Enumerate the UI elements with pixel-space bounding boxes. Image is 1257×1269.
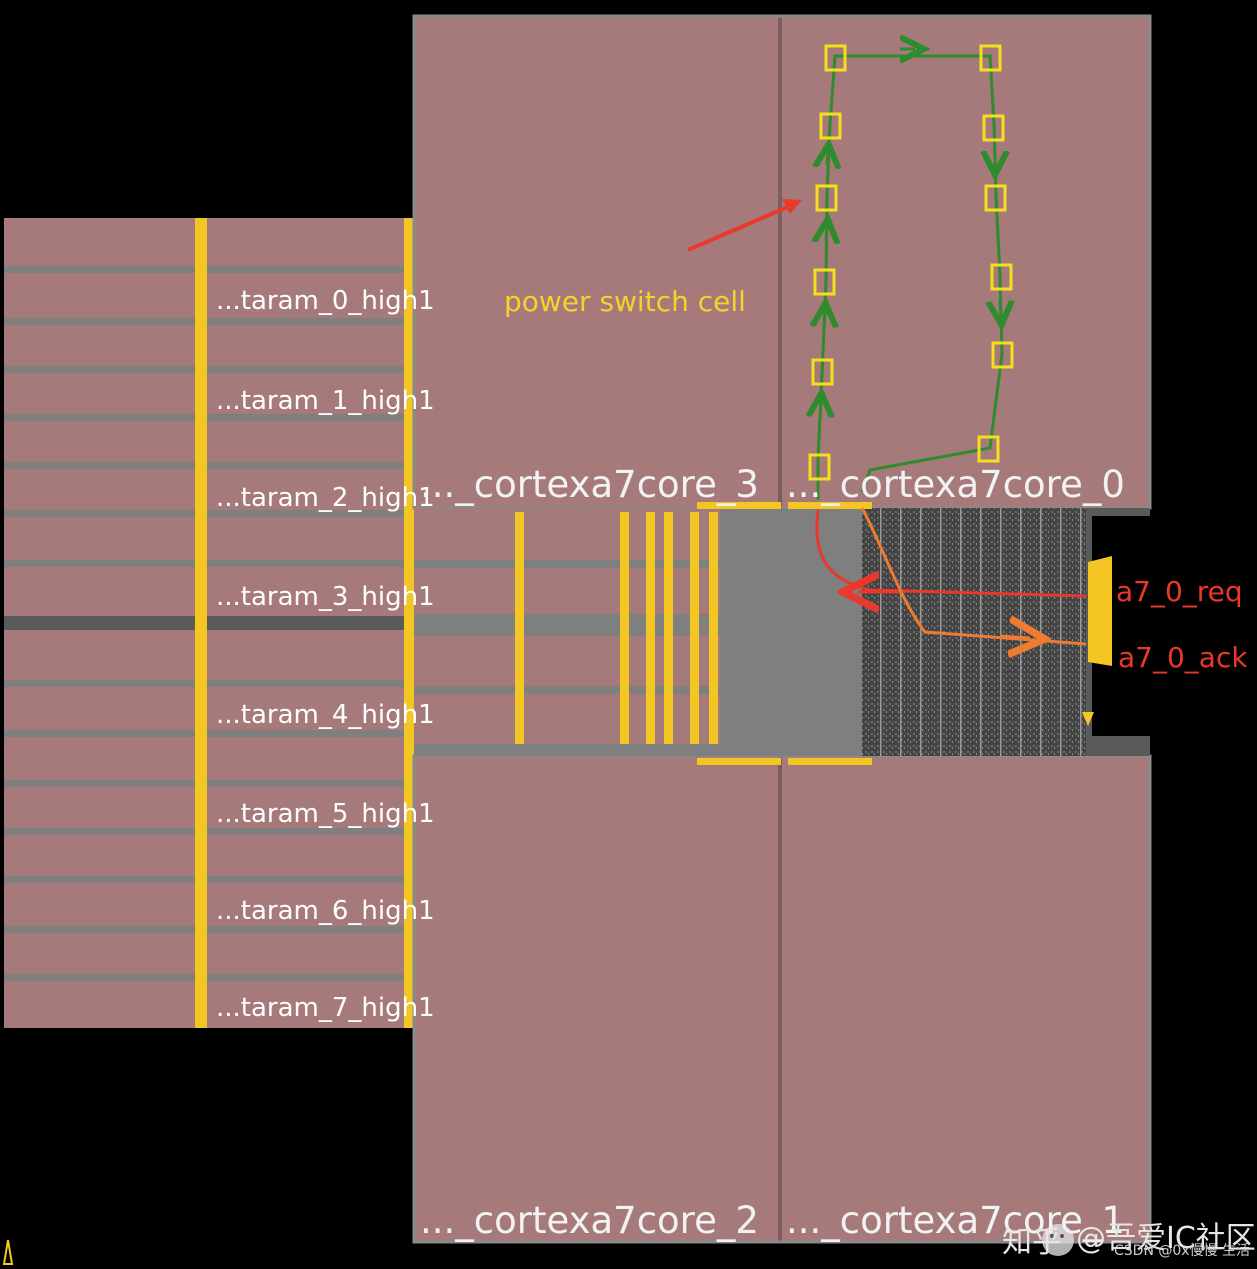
sram-power-rail-right bbox=[404, 218, 415, 1028]
channel-rail bbox=[515, 512, 524, 744]
logic-grid-line bbox=[980, 508, 982, 756]
sram-label-6: ...taram_6_high1 bbox=[216, 896, 435, 926]
sram-row-separator bbox=[4, 828, 416, 835]
channel-rail bbox=[709, 512, 718, 744]
sram-row-separator bbox=[4, 510, 416, 517]
core-divider-bottom bbox=[778, 756, 782, 1242]
sram-label-1: ...taram_1_high1 bbox=[216, 386, 435, 416]
power-switch-cells bbox=[808, 44, 1014, 481]
watermark-author: @吾爱IC社区 bbox=[1076, 1221, 1256, 1256]
sram-row-separator bbox=[4, 780, 416, 787]
sram-row-separator bbox=[4, 680, 416, 687]
sram-label-7: ...taram_7_high1 bbox=[216, 993, 435, 1023]
watermark-csdn: CSDN @0x慢慢 生活 bbox=[1114, 1243, 1251, 1259]
core-label-3: ..._cortexa7core_3 bbox=[420, 463, 759, 506]
dense-logic-region bbox=[862, 508, 1088, 756]
power-switch-cell bbox=[977, 435, 1000, 463]
power-switch-cell bbox=[824, 44, 847, 72]
sram-center-channel bbox=[4, 616, 416, 630]
sram-label-3: ...taram_3_high1 bbox=[216, 582, 435, 612]
power-switch-cell bbox=[979, 44, 1002, 72]
sram-row-separator bbox=[4, 414, 416, 421]
sram-row-separator bbox=[4, 560, 416, 567]
sram-row-separator bbox=[4, 974, 416, 981]
sram-power-rail-left bbox=[195, 218, 207, 1028]
logic-grid-line bbox=[960, 508, 962, 756]
sram-label-0: ...taram_0_high1 bbox=[216, 286, 435, 316]
sram-row-separator bbox=[4, 926, 416, 933]
core-label-1: ..._cortexa7core_1 bbox=[786, 1199, 1125, 1242]
logic-grid-line bbox=[880, 508, 882, 756]
sram-label-4: ...taram_4_high1 bbox=[216, 700, 435, 730]
middle-channel bbox=[414, 502, 1150, 765]
sram-bank bbox=[4, 218, 416, 1028]
power-switch-cell bbox=[813, 268, 836, 296]
channel-rail bbox=[620, 512, 629, 744]
sram-row-separators bbox=[4, 266, 416, 981]
power-switch-chain bbox=[687, 44, 1014, 500]
logic-grid-line bbox=[1060, 508, 1062, 756]
logic-grid-line bbox=[1080, 508, 1082, 756]
origin-marker-icon bbox=[2, 1239, 14, 1265]
logic-grid-line bbox=[1020, 508, 1022, 756]
power-switch-cell bbox=[991, 341, 1014, 369]
power-switch-cell bbox=[811, 358, 834, 386]
power-switch-cell bbox=[808, 453, 831, 481]
pointer-arrowhead bbox=[782, 199, 802, 214]
core-label-2: ..._cortexa7core_2 bbox=[420, 1199, 759, 1242]
logic-grid-line bbox=[1040, 508, 1042, 756]
logic-grid-line bbox=[920, 508, 922, 756]
power-switch-cell bbox=[984, 184, 1007, 212]
pin-block bbox=[1088, 556, 1112, 666]
power-switch-cell bbox=[990, 263, 1013, 291]
core-divider-top bbox=[778, 16, 782, 508]
sram-row-separator bbox=[4, 366, 416, 373]
sram-label-5: ...taram_5_high1 bbox=[216, 799, 435, 829]
sram-label-2: ...taram_2_high1 bbox=[216, 483, 435, 513]
req-signal-label: a7_0_req bbox=[1116, 575, 1243, 608]
power-switch-cell bbox=[819, 112, 842, 140]
handshake-arrows bbox=[815, 507, 1087, 644]
power-switch-cell-label: power switch cell bbox=[504, 285, 746, 318]
sram-row-separator bbox=[4, 730, 416, 737]
power-switch-cell bbox=[815, 184, 838, 212]
core-quadrants bbox=[412, 14, 1152, 1244]
core-label-0: ..._cortexa7core_0 bbox=[786, 463, 1125, 506]
channel-rail bbox=[664, 512, 673, 744]
ack-signal-label: a7_0_ack bbox=[1118, 641, 1248, 674]
logic-grid-line bbox=[1000, 508, 1002, 756]
channel-rail bbox=[690, 512, 699, 744]
watermark-platform: 知乎 bbox=[1002, 1225, 1062, 1260]
logic-grid-line bbox=[900, 508, 902, 756]
sram-row-separator bbox=[4, 876, 416, 883]
sram-row-separator bbox=[4, 266, 416, 273]
wechat-logo-icon bbox=[1042, 1224, 1074, 1256]
sram-row-separator bbox=[4, 318, 416, 325]
sram-row-separator bbox=[4, 462, 416, 469]
channel-rail bbox=[646, 512, 655, 744]
power-switch-cell bbox=[982, 114, 1005, 142]
